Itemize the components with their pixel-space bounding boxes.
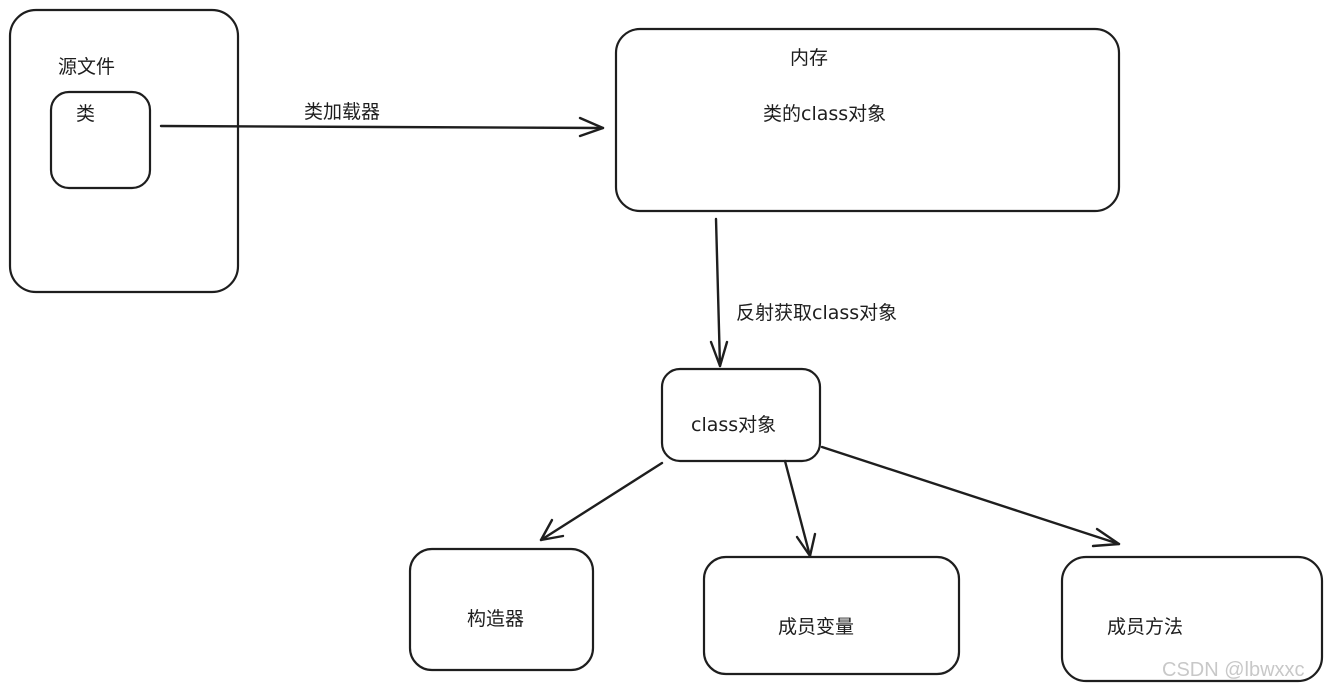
to-constructor-edge bbox=[539, 461, 664, 542]
member-method-box bbox=[1060, 555, 1324, 683]
source-file-box bbox=[8, 8, 240, 294]
member-variable-box bbox=[702, 555, 961, 676]
memory-box bbox=[614, 27, 1121, 213]
to-member-method-edge bbox=[820, 445, 1121, 548]
class-object-box bbox=[660, 367, 822, 463]
source-file-label: 源文件 bbox=[58, 56, 115, 78]
to-constructor-arrow-head bbox=[539, 518, 565, 542]
memory-label: 内存 bbox=[790, 47, 828, 69]
class-loader-arrow-line bbox=[159, 124, 605, 130]
reflection-label: 反射获取class对象 bbox=[736, 302, 897, 324]
class-loader-edge[interactable]: 类加载器 bbox=[159, 101, 605, 138]
member-variable-node[interactable]: 成员变量 bbox=[702, 555, 961, 676]
member-method-node[interactable]: 成员方法 bbox=[1060, 555, 1324, 683]
member-method-label: 成员方法 bbox=[1107, 616, 1183, 638]
constructor-node[interactable]: 构造器 bbox=[408, 547, 595, 672]
reflection-arrow-line bbox=[714, 217, 722, 368]
class-node[interactable]: 类 bbox=[49, 90, 152, 190]
source-file-node[interactable]: 源文件 bbox=[8, 8, 240, 294]
class-loader-arrow-head bbox=[578, 116, 605, 138]
memory-node[interactable]: 内存 类的class对象 bbox=[614, 27, 1121, 213]
constructor-label: 构造器 bbox=[467, 608, 524, 630]
class-object-node[interactable]: class对象 bbox=[660, 367, 822, 463]
class-object-in-memory-label: 类的class对象 bbox=[763, 103, 886, 125]
reflection-edge[interactable]: 反射获取class对象 bbox=[709, 217, 897, 368]
to-member-method-arrow-line bbox=[820, 445, 1121, 546]
constructor-box bbox=[408, 547, 595, 672]
class-object-label: class对象 bbox=[691, 414, 776, 436]
to-member-method-arrow-head bbox=[1091, 527, 1121, 548]
reflection-arrow-head bbox=[709, 340, 729, 368]
class-loader-label: 类加载器 bbox=[304, 101, 380, 123]
to-member-variable-arrow-line bbox=[783, 459, 812, 558]
csdn-watermark: CSDN @lbwxxc bbox=[1162, 659, 1305, 681]
to-member-variable-edge bbox=[783, 459, 817, 558]
to-constructor-arrow-line bbox=[539, 461, 664, 542]
class-box bbox=[49, 90, 152, 190]
class-label: 类 bbox=[76, 103, 95, 125]
member-variable-label: 成员变量 bbox=[778, 616, 854, 638]
